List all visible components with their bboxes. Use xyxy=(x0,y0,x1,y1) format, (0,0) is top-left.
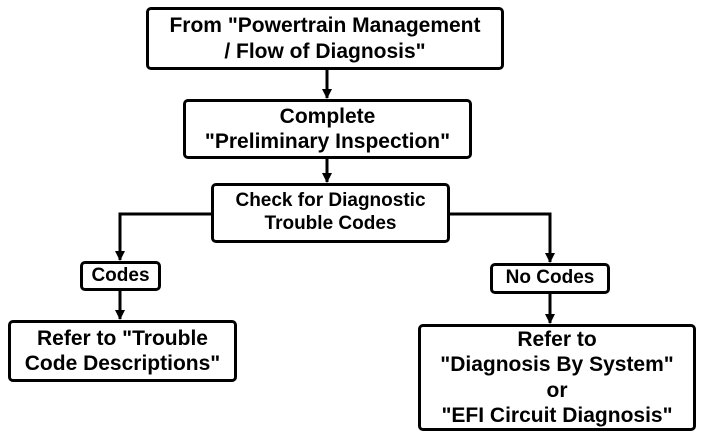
check-trouble-codes-line-1: Check for Diagnostic xyxy=(235,190,426,212)
no-codes-label: No Codes xyxy=(505,267,595,289)
check-trouble-codes-line-2: Trouble Codes xyxy=(264,213,397,234)
diagnosis-system-line-2: "Diagnosis By System" xyxy=(440,353,674,377)
diagnosis-system-line-3: or xyxy=(546,378,568,402)
arrow-check-to-codes xyxy=(115,212,211,261)
preliminary-inspection-line-1: Complete xyxy=(279,104,376,128)
trouble-code-descriptions-node: Refer to "Trouble Code Descriptions" xyxy=(8,320,237,382)
trouble-code-line-1: Refer to "Trouble xyxy=(37,326,208,350)
trouble-code-line-2: Code Descriptions" xyxy=(24,352,221,375)
no-codes-node: No Codes xyxy=(490,263,610,294)
start-node-line-1: From "Powertrain Management xyxy=(169,14,481,38)
start-node-line-2: / Flow of Diagnosis" xyxy=(224,39,426,63)
diagnosis-system-line-4: "EFI Circuit Diagnosis" xyxy=(441,403,673,427)
arrow-check-to-no-codes xyxy=(450,212,555,263)
diagnosis-system-line-1: Refer to xyxy=(517,328,597,352)
codes-node: Codes xyxy=(80,261,161,291)
codes-label: Codes xyxy=(91,264,150,286)
start-node: From "Powertrain Management / Flow of Di… xyxy=(146,7,504,70)
preliminary-inspection-line-2: "Preliminary Inspection" xyxy=(204,130,451,153)
check-trouble-codes-node: Check for Diagnostic Trouble Codes xyxy=(211,183,450,243)
preliminary-inspection-node: Complete "Preliminary Inspection" xyxy=(183,99,472,159)
diagnosis-by-system-node: Refer to "Diagnosis By System" or "EFI C… xyxy=(418,324,696,431)
